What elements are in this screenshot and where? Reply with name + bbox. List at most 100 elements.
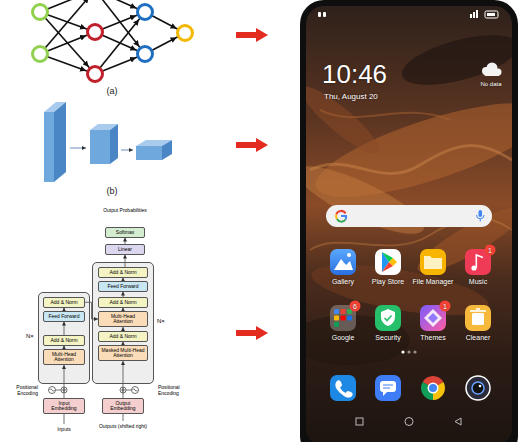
wallpaper [306,25,512,365]
dock-icon [479,385,482,388]
positional-encoding-symbol [50,389,55,392]
encoding-label: Positional Encoding [2,385,38,397]
app-icon [385,316,392,321]
cnn-figure [44,102,172,182]
attention-box: Multi-Head Attention [98,311,148,327]
box-text: Add & Norm [101,300,145,306]
encoder-stack: N×Add & NormFeed ForwardAdd & NormMulti-… [38,292,90,384]
red-arrow [256,326,268,340]
positional-encoding-symbol [56,390,62,391]
status-bar [485,11,498,18]
box-text: Linear [108,247,142,253]
wallpaper [306,79,386,162]
transformer-stack-ground [38,262,154,384]
app-icon [381,309,395,326]
app-icon [476,255,483,268]
output-label: Output Probabilities [98,208,152,214]
wallpaper [397,25,512,95]
app-icon [330,249,356,275]
dock-icon [335,380,352,397]
dock-icon [466,376,490,400]
app-icon [334,316,339,321]
app-icon [347,316,352,321]
add-norm-box: Add & Norm [43,335,85,346]
repeat-count: N× [26,333,38,340]
mlp-neurons [138,5,153,20]
dock-icon [380,381,396,392]
connector-arrow [64,322,65,336]
cnn-figure [54,102,66,182]
positional-encoding-symbol [133,389,138,392]
dock-icon [383,388,390,389]
clock-time: 10:46 [322,60,432,90]
encoding-label: Positional Encoding [158,385,194,397]
app-label: Gallery [319,278,367,286]
add-norm-box: Add & Norm [98,267,148,278]
box-text: Softmax [108,230,142,236]
search-bar [326,205,492,227]
dock-icon [429,384,437,392]
mlp-neurons [33,47,48,62]
cnn-figure [70,148,86,149]
app-icon [334,309,339,314]
red-arrow [256,138,268,152]
badge-number: 1 [485,246,495,255]
mlp-neurons [88,25,103,40]
app-label: Music [454,278,502,286]
feed-forward-box: Feed Forward [98,281,148,292]
weather-text: No data [474,81,508,88]
red-arrow [236,32,257,38]
masked-attention-box: Masked Multi-Head Attention [98,345,148,361]
dock-icon [375,375,401,401]
search-bar [341,216,346,220]
smartphone [289,0,531,442]
search-bar [479,210,483,217]
add-norm-box: Add & Norm [98,331,148,342]
app-label: File Manager [409,278,457,286]
badge-number: 6 [350,302,360,311]
badge-number: 1 [440,302,450,311]
app-icon [375,249,401,275]
add-norm-box: Add & Norm [98,297,148,308]
wallpaper [310,146,512,174]
app-icon [424,256,442,269]
connector-arrow [125,255,126,268]
mlp-neurons [33,0,193,82]
positional-encoding-symbol [132,387,139,394]
dock-icon [383,391,388,396]
app-icon [334,322,339,327]
dock-icon [428,383,439,394]
decoder-stack: N×Add & NormFeed ForwardAdd & NormMulti-… [92,262,154,384]
app-label: Cleaner [454,334,502,342]
search-bar [335,215,338,220]
box-text: Feed Forward [101,284,145,290]
positional-encoding-symbol [126,390,132,391]
page-dots [407,350,410,353]
navigation-bar [405,418,413,426]
app-icon [472,313,484,325]
app-icon [334,259,353,270]
notification-badge [485,245,496,256]
status-bar [470,14,472,18]
app-label: Play Store [364,278,412,286]
search-bar [337,219,346,222]
app-icon [375,305,401,331]
mlp-neurons [138,47,153,62]
app-label: Security [364,334,412,342]
embedding-box: Output Embedding [102,398,144,414]
box-text: Masked Multi-Head Attention [101,348,145,359]
page-dots [401,350,416,353]
dock-icon [330,375,490,401]
mlp-figure [40,0,95,54]
page-dots [401,350,404,353]
figure-caption: (a) [100,86,124,96]
mlp-neurons [88,67,103,82]
linear-box: Linear [105,244,145,255]
box-text: Multi-Head Attention [101,314,145,325]
figure-caption: (b) [100,186,124,196]
attention-box: Multi-Head Attention [43,349,85,365]
app-icon [330,249,491,331]
app-icon [476,308,480,310]
box-text: Add & Norm [46,338,82,344]
